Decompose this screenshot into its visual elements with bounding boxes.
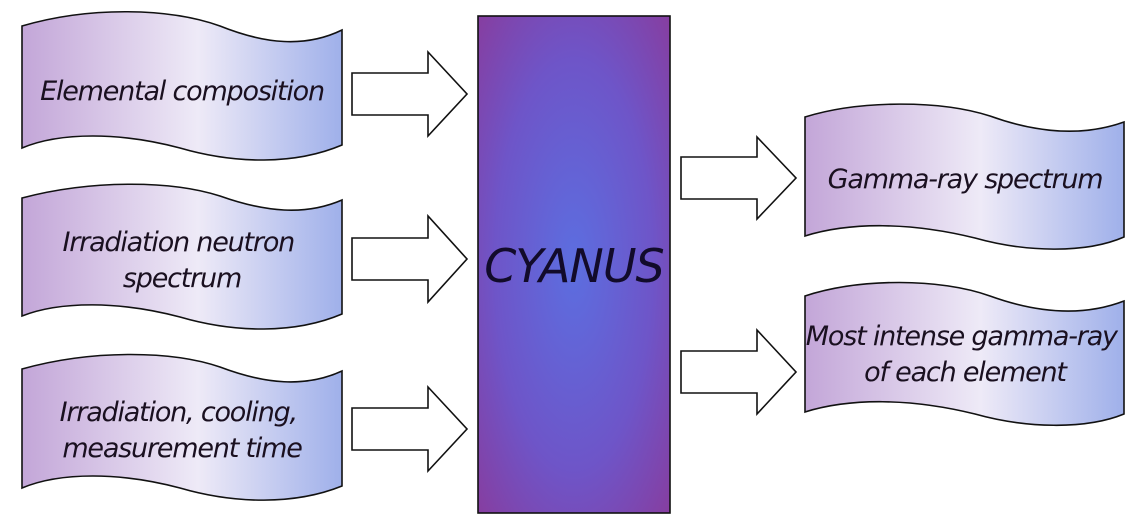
- center-label: CYANUS: [484, 239, 663, 293]
- node-text-line: Gamma-ray spectrum: [828, 164, 1103, 195]
- arrow-right-icon: [680, 327, 798, 417]
- node-text-line: Elemental composition: [40, 76, 324, 107]
- output-node-gamma-ray-spectrum: Gamma-ray spectrum: [804, 103, 1125, 250]
- node-text-line: Most intense gamma-ray: [806, 321, 1119, 352]
- arrow-right-icon: [351, 213, 469, 305]
- arrow-right-icon: [351, 49, 469, 139]
- svg-text:Elemental composition: Elemental composition: [40, 76, 324, 107]
- center-node-cyanus: CYANUS: [477, 15, 671, 514]
- node-text-line: measurement time: [62, 433, 302, 464]
- input-node-elemental-composition: Elemental composition: [21, 10, 343, 161]
- node-text-line: of each element: [864, 357, 1068, 388]
- node-text-line: Irradiation, cooling,: [60, 397, 297, 428]
- arrow-right-icon: [680, 134, 798, 222]
- arrow-right-icon: [351, 384, 469, 474]
- svg-text:Irradiation, cooling, me: Irradiation, cooling, measurement time: [60, 397, 305, 464]
- input-node-irradiation-neutron-spectrum: Irradiation neutron spectrum: [21, 183, 343, 330]
- input-node-irradiation-cooling-measurement-time: Irradiation, cooling, measurement time: [21, 353, 343, 501]
- svg-text:Most intense gamma-ray o: Most intense gamma-ray of each element: [806, 321, 1124, 388]
- output-node-most-intense-gamma-ray: Most intense gamma-ray of each element: [804, 281, 1125, 427]
- svg-text:Irradiation neutron spec: Irradiation neutron spectrum: [63, 227, 302, 294]
- node-text-line: Irradiation neutron: [63, 227, 295, 258]
- node-text-line: spectrum: [123, 263, 241, 294]
- svg-text:Gamma-ray spectrum: Gamma-ray spectrum: [828, 164, 1103, 195]
